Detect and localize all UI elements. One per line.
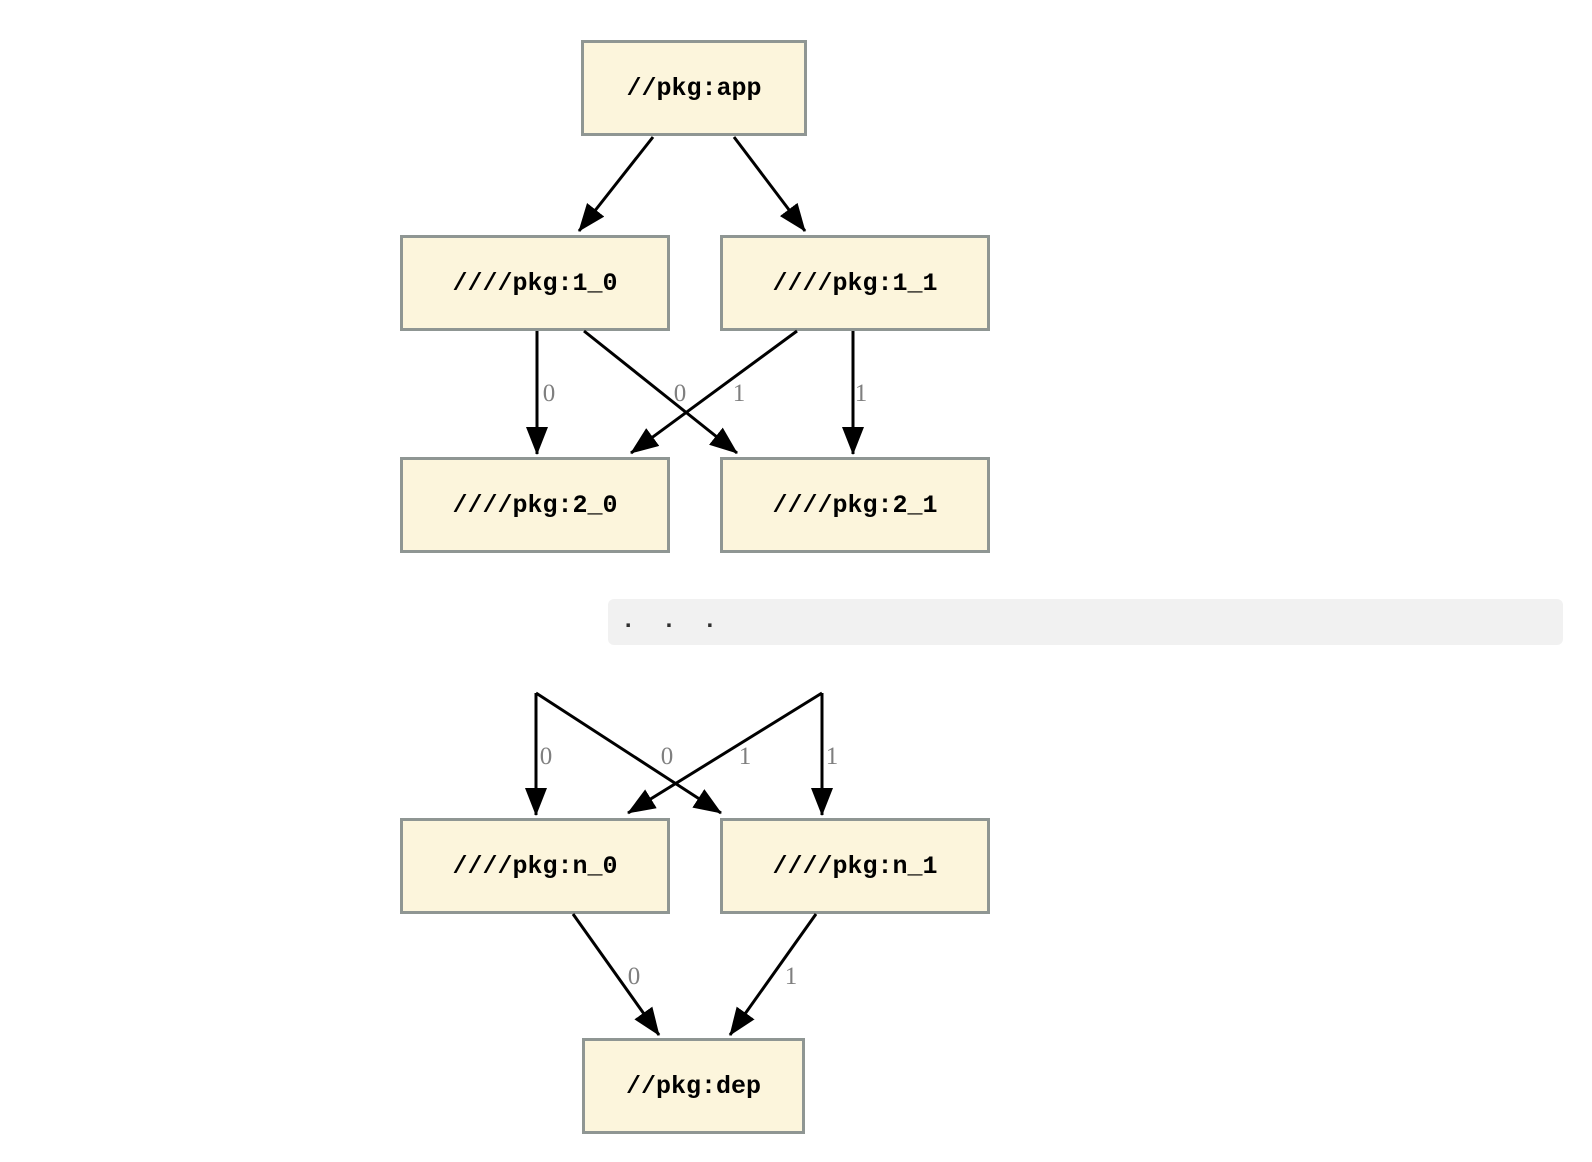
- ellipsis-text: . . .: [621, 608, 718, 635]
- edge-label-elided-n_1-vertical: 1: [826, 743, 839, 770]
- node-pkg-2-1: ////pkg:2_1: [720, 457, 990, 553]
- edge-n_0-to-dep: [571, 913, 661, 1036]
- node-label: //pkg:app: [626, 73, 762, 103]
- edge-label-elided-n_0-diagonal: 0: [661, 743, 674, 770]
- edge-label-1_0-2_0: 0: [543, 380, 556, 407]
- edge-n_1-to-dep: [728, 913, 818, 1036]
- node-label: ////pkg:n_1: [772, 851, 938, 881]
- node-pkg-dep: //pkg:dep: [582, 1038, 805, 1134]
- node-label: //pkg:dep: [625, 1071, 762, 1101]
- edge-label-elided-n_1-diagonal: 1: [739, 743, 752, 770]
- node-pkg-n-1: ////pkg:n_1: [720, 818, 990, 914]
- node-label: ////pkg:2_0: [452, 490, 618, 520]
- node-pkg-2-0: ////pkg:2_0: [400, 457, 670, 553]
- edge-app-to-1_1: [732, 136, 807, 232]
- node-pkg-app: //pkg:app: [581, 40, 807, 136]
- edge-1_1-to-2_0: [630, 329, 798, 455]
- node-label: ////pkg:2_1: [772, 490, 938, 520]
- edge-label-1_1-2_1: 1: [855, 380, 868, 407]
- edge-label-elided-n_0-vertical: 0: [540, 743, 553, 770]
- edge-label-n_0-dep: 0: [628, 963, 641, 990]
- elided-levels-band: . . .: [608, 599, 1563, 645]
- edge-elided-to-n_0-diagonal: [627, 691, 823, 815]
- node-label: ////pkg:1_1: [772, 268, 938, 298]
- node-label: ////pkg:n_0: [452, 851, 618, 881]
- node-pkg-n-0: ////pkg:n_0: [400, 818, 670, 914]
- edge-elided-to-n_1-diagonal: [535, 691, 722, 815]
- node-pkg-1-0: ////pkg:1_0: [400, 235, 670, 331]
- edge-1_0-to-2_1: [583, 329, 738, 455]
- node-label: ////pkg:1_0: [452, 268, 618, 298]
- edge-label-1_1-2_0: 0: [674, 380, 687, 407]
- edge-label-1_0-2_1: 1: [733, 380, 746, 407]
- edge-label-n_1-dep: 1: [785, 963, 798, 990]
- node-pkg-1-1: ////pkg:1_1: [720, 235, 990, 331]
- edge-app-to-1_0: [577, 136, 655, 232]
